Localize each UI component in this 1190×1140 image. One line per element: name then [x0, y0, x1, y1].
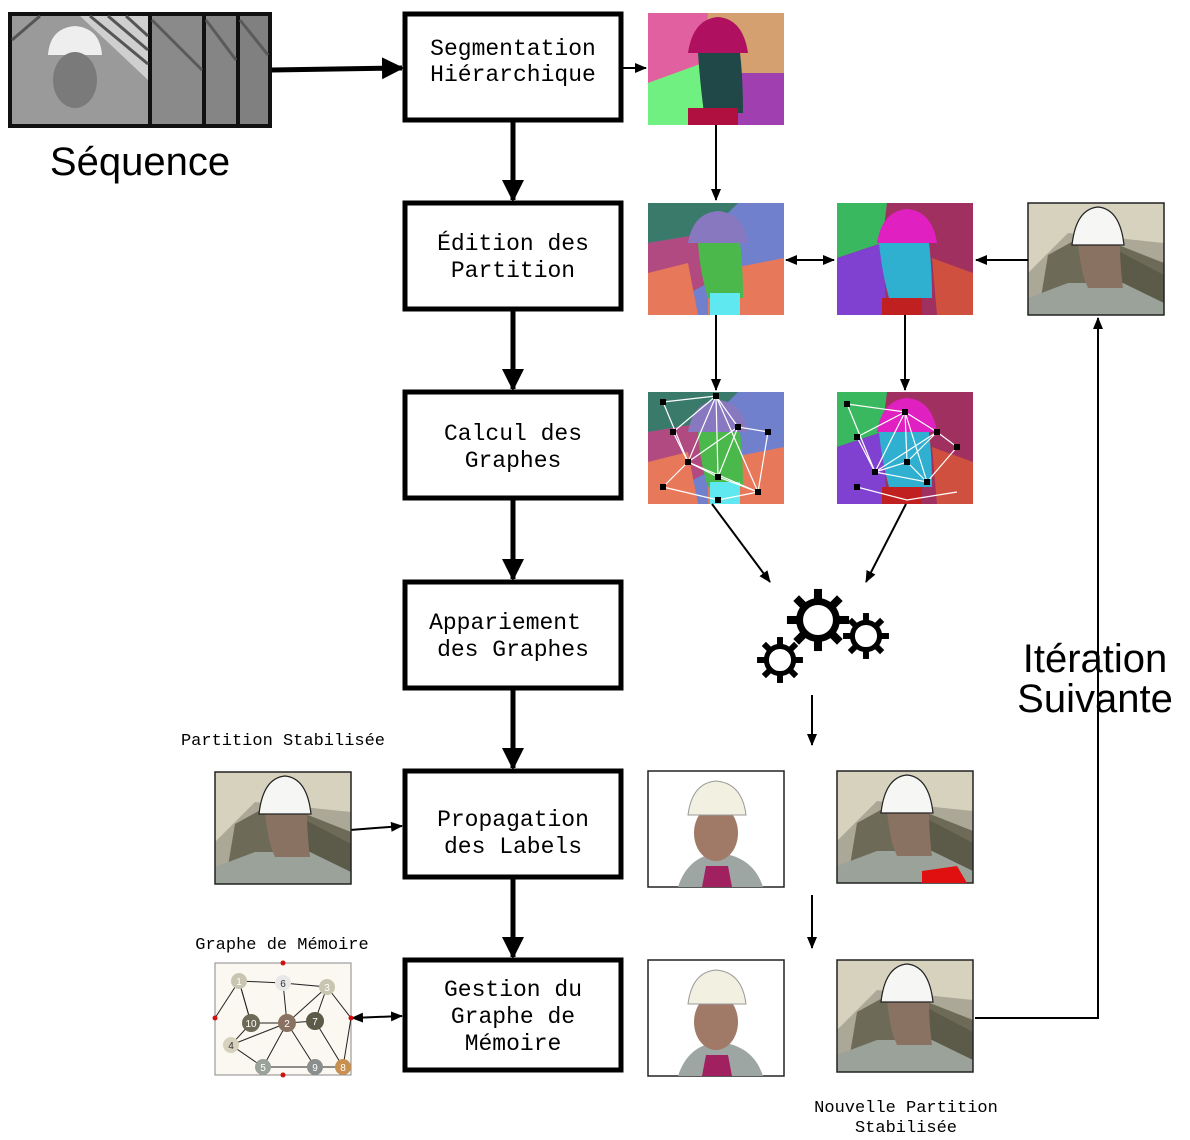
memory-node-label: 4 — [228, 1041, 234, 1052]
step-label: Calcul des — [444, 421, 582, 447]
step-box-label-propagation: Propagation des Labels — [402, 768, 624, 880]
memory-graph-label: Graphe de Mémoire — [195, 936, 368, 955]
memory-face-thumbnail — [647, 959, 785, 1077]
step-box-graph-calc: Calcul des Graphes — [402, 389, 624, 501]
stabilized-partition-label: Partition Stabilisée — [181, 732, 385, 751]
stabilized-partition-thumbnail — [214, 771, 352, 885]
step-label: Partition — [451, 258, 575, 284]
edition-thumbnail-1 — [648, 203, 784, 315]
edition-thumbnail-2 — [837, 203, 973, 315]
step-label: Hiérarchique — [430, 62, 596, 88]
step-label: Propagation — [437, 807, 589, 833]
memory-graph-nodes — [223, 973, 351, 1075]
memory-node-label: 3 — [324, 983, 330, 994]
propagation-face-thumbnail — [647, 770, 785, 888]
gears-icon — [757, 589, 889, 683]
graph-thumbnail-2 — [837, 392, 973, 504]
step-label: Graphes — [465, 448, 562, 474]
step-label: Appariement — [429, 610, 581, 636]
memory-node-label: 5 — [260, 1063, 266, 1074]
main-flow-arrows — [271, 57, 524, 959]
step-box-edition: Édition des Partition — [402, 200, 624, 312]
sequence-label: Séquence — [50, 140, 230, 184]
iteration-label-line1: Itération — [1023, 637, 1168, 681]
sequence-filmstrip: Séquence — [8, 12, 272, 184]
graph-thumbnail-1 — [648, 392, 784, 504]
iteration-label-line2: Suivante — [1017, 677, 1173, 721]
memory-node-label: 6 — [280, 979, 286, 990]
step-label: Gestion du — [444, 977, 582, 1003]
step-label: Édition des — [437, 230, 589, 257]
propagation-partition-thumbnail — [836, 770, 974, 884]
step-label: des Graphes — [437, 637, 589, 663]
step-label: Graphe de — [451, 1004, 575, 1030]
segmentation-thumbnail — [648, 13, 784, 125]
step-label: Segmentation — [430, 36, 596, 62]
connector-arrows — [349, 63, 1103, 1023]
step-box-segmentation: Segmentation Hiérarchique — [402, 11, 624, 123]
memory-node-label: 2 — [284, 1019, 290, 1030]
step-label: des Labels — [444, 834, 582, 860]
memory-node-label: 1 — [236, 977, 242, 988]
step-box-memory-graph: Gestion du Graphe de Mémoire — [402, 957, 624, 1073]
step-box-graph-matching: Appariement des Graphes — [402, 579, 624, 691]
memory-node-label: 10 — [245, 1019, 257, 1030]
new-partition-label-line2: Stabilisée — [855, 1119, 957, 1138]
memory-node-label: 8 — [340, 1063, 346, 1074]
new-stable-partition-thumbnail — [836, 959, 974, 1073]
step-label: Mémoire — [465, 1031, 562, 1057]
memory-node-label: 7 — [312, 1017, 318, 1028]
memory-node-label: 9 — [312, 1063, 318, 1074]
previous-stable-thumbnail — [1027, 202, 1165, 316]
memory-graph-thumbnail: 1 6 3 10 2 7 4 5 9 8 — [212, 960, 354, 1078]
new-partition-label-line1: Nouvelle Partition — [814, 1099, 998, 1118]
